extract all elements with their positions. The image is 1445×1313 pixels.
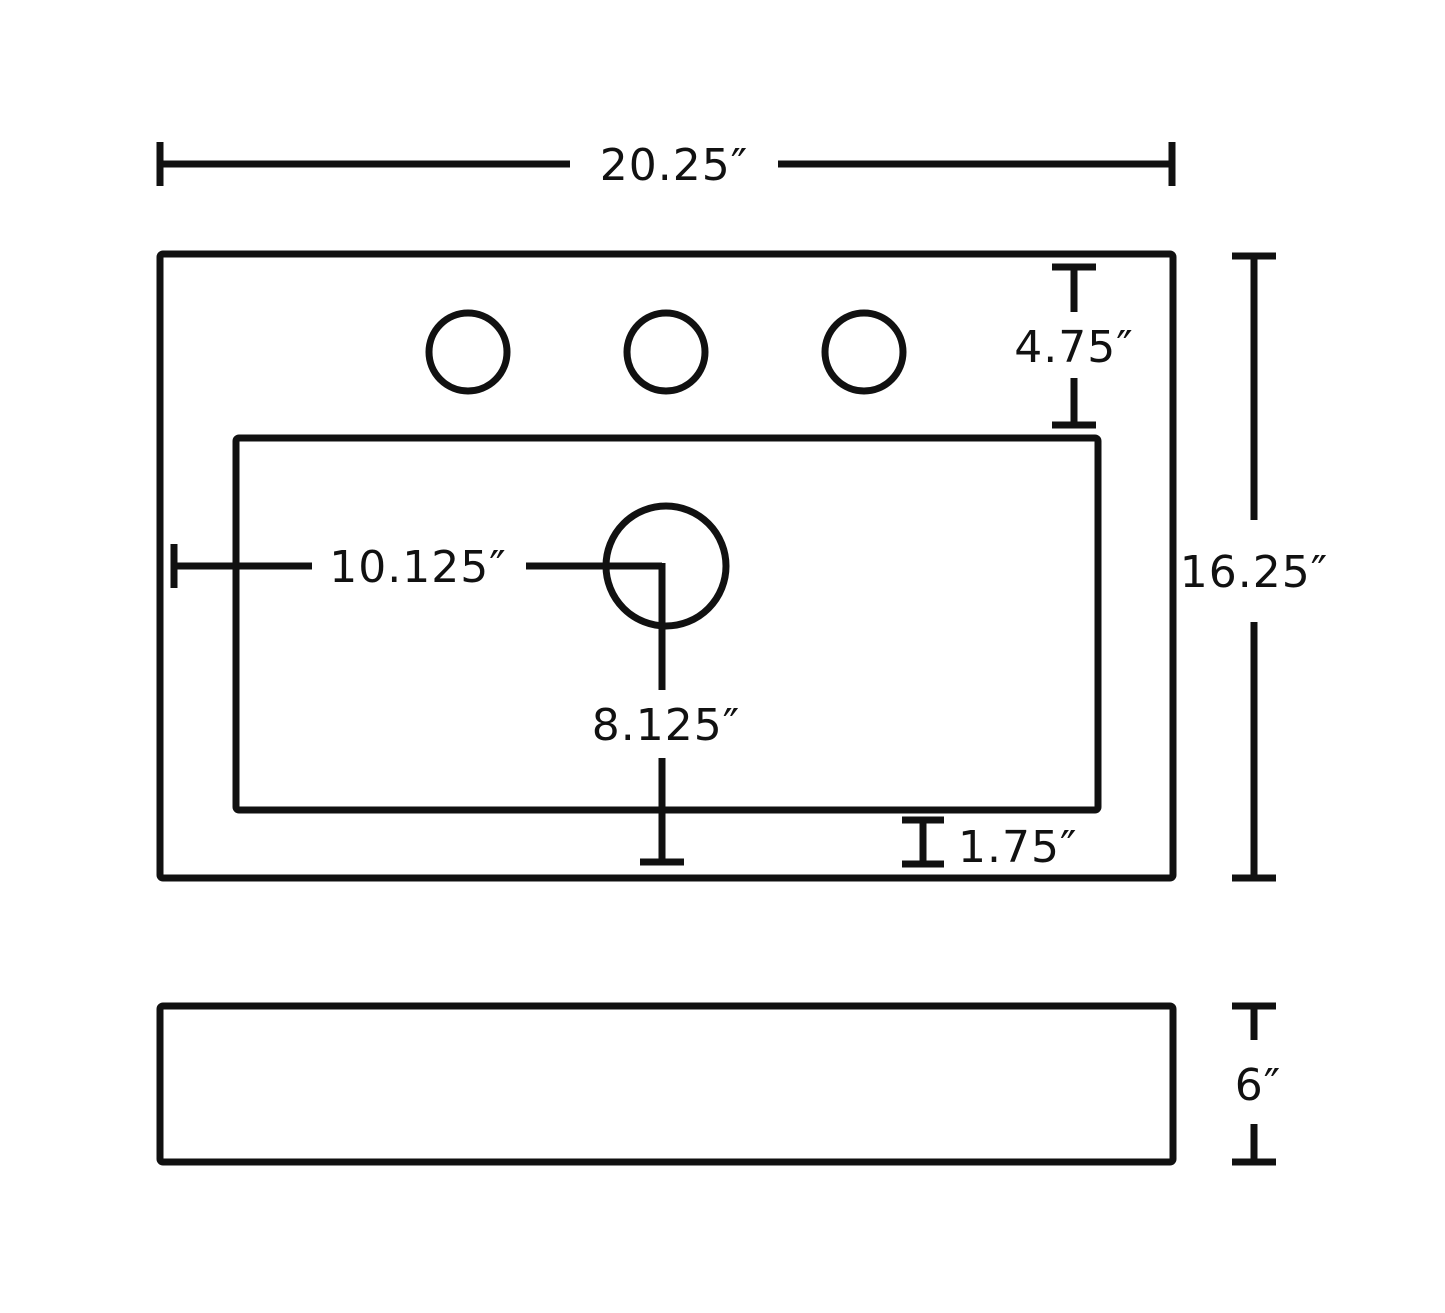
dimension-drain-from-side: 10.125″ bbox=[170, 542, 662, 593]
bowl-outline bbox=[232, 434, 1102, 814]
faucet-to-bowl-label: 4.75″ bbox=[1014, 322, 1133, 373]
bowl-to-front-label: 1.75″ bbox=[958, 822, 1077, 873]
dimension-height: 6″ bbox=[1232, 1002, 1281, 1166]
height-label: 6″ bbox=[1235, 1060, 1281, 1111]
faucet-hole-right bbox=[821, 309, 907, 395]
dimension-drain-from-front: 8.125″ bbox=[592, 563, 740, 866]
overall-depth-label: 16.25″ bbox=[1180, 547, 1328, 598]
drain-from-front-label: 8.125″ bbox=[592, 700, 740, 751]
dimension-bowl-to-front: 1.75″ bbox=[902, 816, 1077, 873]
drain-from-side-label: 10.125″ bbox=[329, 542, 506, 593]
overall-width-label: 20.25″ bbox=[600, 140, 748, 191]
faucet-hole-left bbox=[425, 309, 511, 395]
sink-top-outline bbox=[156, 250, 1177, 882]
dimension-faucet-to-bowl: 4.75″ bbox=[1014, 263, 1133, 429]
dimension-overall-width: 20.25″ bbox=[156, 140, 1176, 191]
sink-side-outline bbox=[156, 1002, 1177, 1166]
faucet-hole-center bbox=[623, 309, 709, 395]
dimension-overall-depth: 16.25″ bbox=[1180, 252, 1328, 882]
